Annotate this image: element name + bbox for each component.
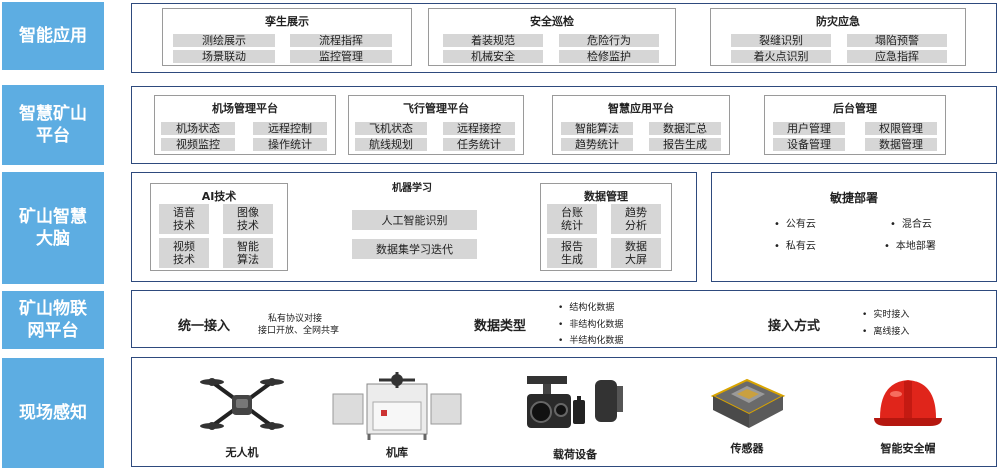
chip-item: 飞机状态 (355, 122, 427, 135)
chip-item: 测绘展示 (173, 34, 275, 47)
group-title: 后台管理 (833, 102, 877, 115)
chip-item: 台账 统计 (547, 204, 597, 234)
layer-label-smart-app: 智能应用 (2, 2, 104, 70)
drone-icon (200, 378, 284, 430)
device-sensor: 传感器 (692, 376, 802, 456)
device-payload: 载荷设备 (510, 370, 640, 462)
field-layer: 无人机 机库 载荷设 (131, 357, 997, 467)
chip-item: 数据汇总 (649, 122, 721, 135)
device-label: 无人机 (225, 446, 259, 459)
group-title: 安全巡检 (530, 15, 574, 28)
brain-layer: AI技术 语音 技术 图像 技术 视频 技术 智能 算法 机器学习 人工智能识别… (131, 172, 697, 282)
data-type-item: 结构化数据 (558, 300, 614, 313)
chip-item: 设备管理 (773, 138, 845, 151)
device-label: 机库 (386, 446, 408, 459)
group-title: 智慧应用平台 (608, 102, 674, 115)
deploy-title: 敏捷部署 (829, 191, 878, 205)
access-mode-item: 离线接入 (862, 324, 909, 337)
mine-platform-layer: 机场管理平台 机场状态 远程控制 视频监控 操作统计 飞行管理平台 飞机状态 远… (131, 86, 997, 164)
layer-label-field: 现场感知 (2, 358, 104, 468)
chip-item: 远程控制 (253, 122, 327, 135)
chip-item: 报告生成 (649, 138, 721, 151)
deploy-item: 公有云 (774, 215, 816, 230)
group-title: 防灾应急 (816, 15, 860, 28)
chip-item: 塌陷预警 (847, 34, 947, 47)
chip-item: 人工智能识别 (352, 210, 477, 230)
chip-item: 图像 技术 (223, 204, 273, 234)
chip-item: 用户管理 (773, 122, 845, 135)
chip-item: 报告 生成 (547, 238, 597, 268)
device-hangar: 机库 (327, 366, 467, 460)
chip-item: 机械安全 (443, 50, 543, 63)
chip-item: 操作统计 (253, 138, 327, 151)
chip-item: 数据 大屏 (611, 238, 661, 268)
iot-layer: 统一接入 私有协议对接 接口开放、全网共享 数据类型 结构化数据 非结构化数据 … (131, 290, 997, 348)
chip-item: 智能算法 (561, 122, 633, 135)
group-data-mgmt: 数据管理 台账 统计 趋势 分析 报告 生成 数据 大屏 (540, 183, 672, 271)
payload-camera-icon (527, 376, 623, 428)
device-label: 传感器 (730, 442, 764, 455)
deploy-item: 混合云 (890, 215, 932, 230)
chip-item: 数据集学习迭代 (352, 239, 477, 259)
data-type-item: 非结构化数据 (558, 317, 623, 330)
chip-item: 远程接控 (443, 122, 515, 135)
device-label: 载荷设备 (553, 448, 597, 461)
group-disaster-emergency: 防灾应急 裂缝识别 塌陷预警 着火点识别 应急指挥 (710, 8, 966, 66)
group-safety-inspection: 安全巡检 着装规范 危险行为 机械安全 检修监护 (428, 8, 676, 66)
device-label: 智能安全帽 (880, 442, 936, 455)
data-type-item: 半结构化数据 (558, 333, 623, 346)
group-intel-app: 智慧应用平台 智能算法 数据汇总 趋势统计 报告生成 (552, 95, 730, 155)
chip-item: 航线规划 (355, 138, 427, 151)
chip-item: 趋势 分析 (611, 204, 661, 234)
smart-app-layer: 孪生展示 测绘展示 流程指挥 场景联动 监控管理 安全巡检 着装规范 危险行为 … (131, 3, 997, 73)
group-title: 孪生展示 (265, 15, 309, 28)
sensor-icon (710, 378, 786, 428)
access-item: 私有协议对接 (268, 314, 323, 324)
chip-item: 视频监控 (161, 138, 235, 151)
group-title: AI技术 (201, 190, 237, 203)
chip-item: 场景联动 (173, 50, 275, 63)
chip-item: 着装规范 (443, 34, 543, 47)
chip-item: 机场状态 (161, 122, 235, 135)
chip-item: 趋势统计 (561, 138, 633, 151)
chip-item: 权限管理 (865, 122, 937, 135)
chip-item: 危险行为 (559, 34, 659, 47)
layer-label-brain: 矿山智慧 大脑 (2, 172, 104, 284)
group-flight-mgmt: 飞行管理平台 飞机状态 远程接控 航线规划 任务统计 (348, 95, 524, 155)
group-ai-tech: AI技术 语音 技术 图像 技术 视频 技术 智能 算法 (150, 183, 288, 271)
chip-item: 流程指挥 (290, 34, 392, 47)
data-type-title: 数据类型 (474, 319, 527, 334)
helmet-icon (874, 380, 942, 426)
chip-item: 着火点识别 (731, 50, 831, 63)
chip-item: 监控管理 (290, 50, 392, 63)
agile-deploy-box: 敏捷部署 公有云 混合云 私有云 本地部署 (711, 172, 997, 282)
group-title: 数据管理 (584, 190, 628, 203)
hangar-icon (332, 372, 462, 440)
deploy-item: 本地部署 (884, 237, 936, 252)
chip-item: 智能 算法 (223, 238, 273, 268)
chip-item: 裂缝识别 (731, 34, 831, 47)
group-airport-mgmt: 机场管理平台 机场状态 远程控制 视频监控 操作统计 (154, 95, 336, 155)
group-title: 飞行管理平台 (403, 102, 469, 115)
group-twin-display: 孪生展示 测绘展示 流程指挥 场景联动 监控管理 (162, 8, 412, 66)
chip-item: 任务统计 (443, 138, 515, 151)
access-mode-item: 实时接入 (862, 307, 909, 320)
group-title: 机场管理平台 (212, 102, 278, 115)
chip-item: 视频 技术 (159, 238, 209, 268)
access-mode-title: 接入方式 (768, 319, 821, 334)
access-item: 接口开放、全网共享 (258, 326, 340, 336)
chip-item: 应急指挥 (847, 50, 947, 63)
device-drone: 无人机 (187, 368, 297, 460)
chip-item: 语音 技术 (159, 204, 209, 234)
layer-label-mine-platform: 智慧矿山 平台 (2, 85, 104, 165)
group-title-ml: 机器学习 (392, 183, 432, 194)
chip-item: 数据管理 (865, 138, 937, 151)
unified-access-title: 统一接入 (178, 319, 231, 334)
layer-label-iot: 矿山物联 网平台 (2, 291, 104, 349)
group-backend-mgmt: 后台管理 用户管理 权限管理 设备管理 数据管理 (764, 95, 946, 155)
deploy-item: 私有云 (774, 237, 816, 252)
chip-item: 检修监护 (559, 50, 659, 63)
device-helmet: 智能安全帽 (858, 372, 958, 456)
